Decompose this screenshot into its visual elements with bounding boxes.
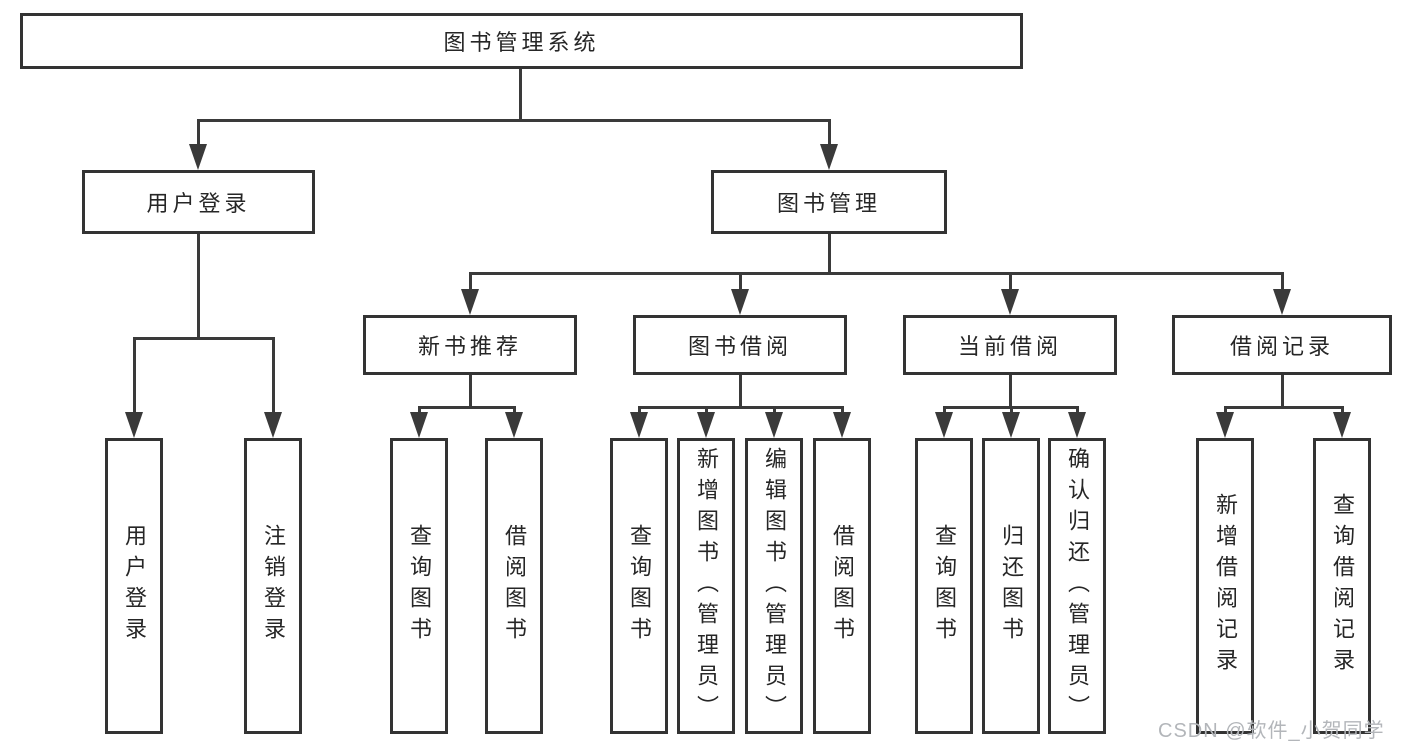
leaf-add-books-admin: 新增图书（管理员） bbox=[677, 438, 735, 734]
connector-line bbox=[1281, 375, 1284, 409]
leaf-user-login: 用户登录 bbox=[105, 438, 163, 734]
arrowhead-icon bbox=[125, 412, 143, 438]
leaf-add-books-admin-label: 新增图书（管理员） bbox=[694, 446, 719, 726]
arrowhead-icon bbox=[1068, 412, 1086, 438]
arrowhead-icon bbox=[410, 412, 428, 438]
csdn-watermark: CSDN @软件_小贺同学 bbox=[1158, 720, 1385, 742]
leaf-query-books-borrow-label: 查询图书 bbox=[627, 524, 652, 648]
leaf-borrow-books: 借阅图书 bbox=[813, 438, 871, 734]
leaf-query-books-recommend: 查询图书 bbox=[390, 438, 448, 734]
arrowhead-icon bbox=[1001, 289, 1019, 315]
node-borrow-record-label: 借阅记录 bbox=[1229, 334, 1334, 359]
node-root-label: 图书管理系统 bbox=[443, 30, 600, 55]
connector-line bbox=[469, 375, 472, 409]
connector-line bbox=[1009, 375, 1012, 409]
node-new-book-recommend: 新书推荐 bbox=[363, 315, 577, 375]
leaf-logout-label: 注销登录 bbox=[261, 524, 286, 648]
node-current-borrow-label: 当前借阅 bbox=[957, 334, 1062, 359]
arrowhead-icon bbox=[1216, 412, 1234, 438]
arrowhead-icon bbox=[189, 144, 207, 170]
connector-line bbox=[828, 119, 831, 148]
arrowhead-icon bbox=[833, 412, 851, 438]
leaf-return-books: 归还图书 bbox=[982, 438, 1040, 734]
node-user-login-label: 用户登录 bbox=[146, 191, 251, 216]
leaf-query-books-current-label: 查询图书 bbox=[932, 524, 957, 648]
leaf-query-books-current: 查询图书 bbox=[915, 438, 973, 734]
node-root: 图书管理系统 bbox=[20, 13, 1023, 69]
node-book-borrow-label: 图书借阅 bbox=[687, 334, 792, 359]
node-book-mgmt: 图书管理 bbox=[711, 170, 947, 234]
leaf-borrow-books-recommend-label: 借阅图书 bbox=[502, 524, 527, 648]
connector-line bbox=[197, 234, 200, 340]
connector-line bbox=[133, 337, 136, 416]
connector-line bbox=[1281, 272, 1284, 293]
leaf-query-borrow-record: 查询借阅记录 bbox=[1313, 438, 1371, 734]
node-book-borrow: 图书借阅 bbox=[633, 315, 847, 375]
connector-line bbox=[469, 272, 1284, 275]
connector-line bbox=[272, 337, 275, 416]
connector-line bbox=[739, 272, 742, 293]
leaf-query-books-borrow: 查询图书 bbox=[610, 438, 668, 734]
leaf-add-borrow-record: 新增借阅记录 bbox=[1196, 438, 1254, 734]
connector-line bbox=[418, 406, 516, 409]
arrowhead-icon bbox=[264, 412, 282, 438]
arrowhead-icon bbox=[1002, 412, 1020, 438]
connector-line bbox=[197, 119, 200, 148]
connector-line bbox=[197, 119, 831, 122]
leaf-borrow-books-label: 借阅图书 bbox=[830, 524, 855, 648]
connector-line bbox=[739, 375, 742, 409]
arrowhead-icon bbox=[697, 412, 715, 438]
connector-line bbox=[133, 337, 275, 340]
leaf-logout: 注销登录 bbox=[244, 438, 302, 734]
leaf-query-borrow-record-label: 查询借阅记录 bbox=[1330, 493, 1355, 679]
arrowhead-icon bbox=[1333, 412, 1351, 438]
connector-line bbox=[519, 69, 522, 122]
node-borrow-record: 借阅记录 bbox=[1172, 315, 1392, 375]
connector-line bbox=[638, 406, 844, 409]
arrowhead-icon bbox=[820, 144, 838, 170]
leaf-add-borrow-record-label: 新增借阅记录 bbox=[1213, 493, 1238, 679]
connector-line bbox=[469, 272, 472, 293]
leaf-borrow-books-recommend: 借阅图书 bbox=[485, 438, 543, 734]
connector-line bbox=[1224, 406, 1344, 409]
node-new-book-recommend-label: 新书推荐 bbox=[417, 334, 522, 359]
arrowhead-icon bbox=[935, 412, 953, 438]
leaf-edit-books-admin: 编辑图书（管理员） bbox=[745, 438, 803, 734]
arrowhead-icon bbox=[1273, 289, 1291, 315]
node-book-mgmt-label: 图书管理 bbox=[776, 191, 881, 216]
arrowhead-icon bbox=[505, 412, 523, 438]
leaf-return-books-label: 归还图书 bbox=[999, 524, 1024, 648]
arrowhead-icon bbox=[461, 289, 479, 315]
leaf-edit-books-admin-label: 编辑图书（管理员） bbox=[762, 446, 787, 726]
leaf-confirm-return-admin: 确认归还（管理员） bbox=[1048, 438, 1106, 734]
connector-line bbox=[1009, 272, 1012, 293]
arrowhead-icon bbox=[765, 412, 783, 438]
arrowhead-icon bbox=[630, 412, 648, 438]
leaf-confirm-return-admin-label: 确认归还（管理员） bbox=[1065, 446, 1090, 726]
leaf-query-books-recommend-label: 查询图书 bbox=[407, 524, 432, 648]
connector-line bbox=[828, 234, 831, 275]
node-user-login: 用户登录 bbox=[82, 170, 315, 234]
node-current-borrow: 当前借阅 bbox=[903, 315, 1117, 375]
arrowhead-icon bbox=[731, 289, 749, 315]
leaf-user-login-label: 用户登录 bbox=[122, 524, 147, 648]
